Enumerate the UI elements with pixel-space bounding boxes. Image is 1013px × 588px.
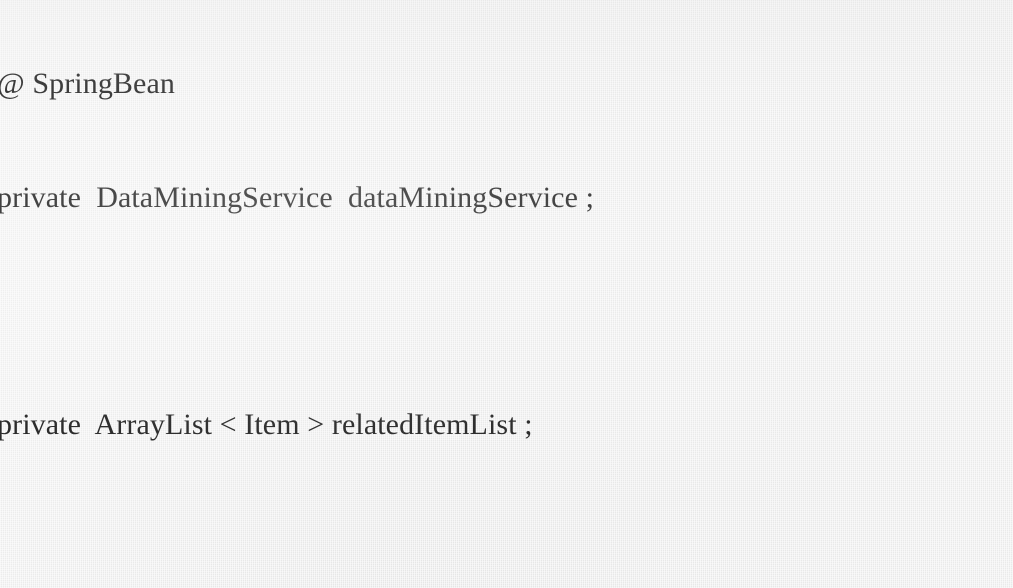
code-line: private ArrayList < Item > relatedItemLi… [0, 407, 533, 441]
code-line: @ SpringBean [0, 67, 175, 100]
code-line-blank [0, 508, 1013, 568]
code-line: private DataMiningService dataMiningServ… [0, 180, 595, 214]
code-line-blank [0, 281, 1013, 341]
